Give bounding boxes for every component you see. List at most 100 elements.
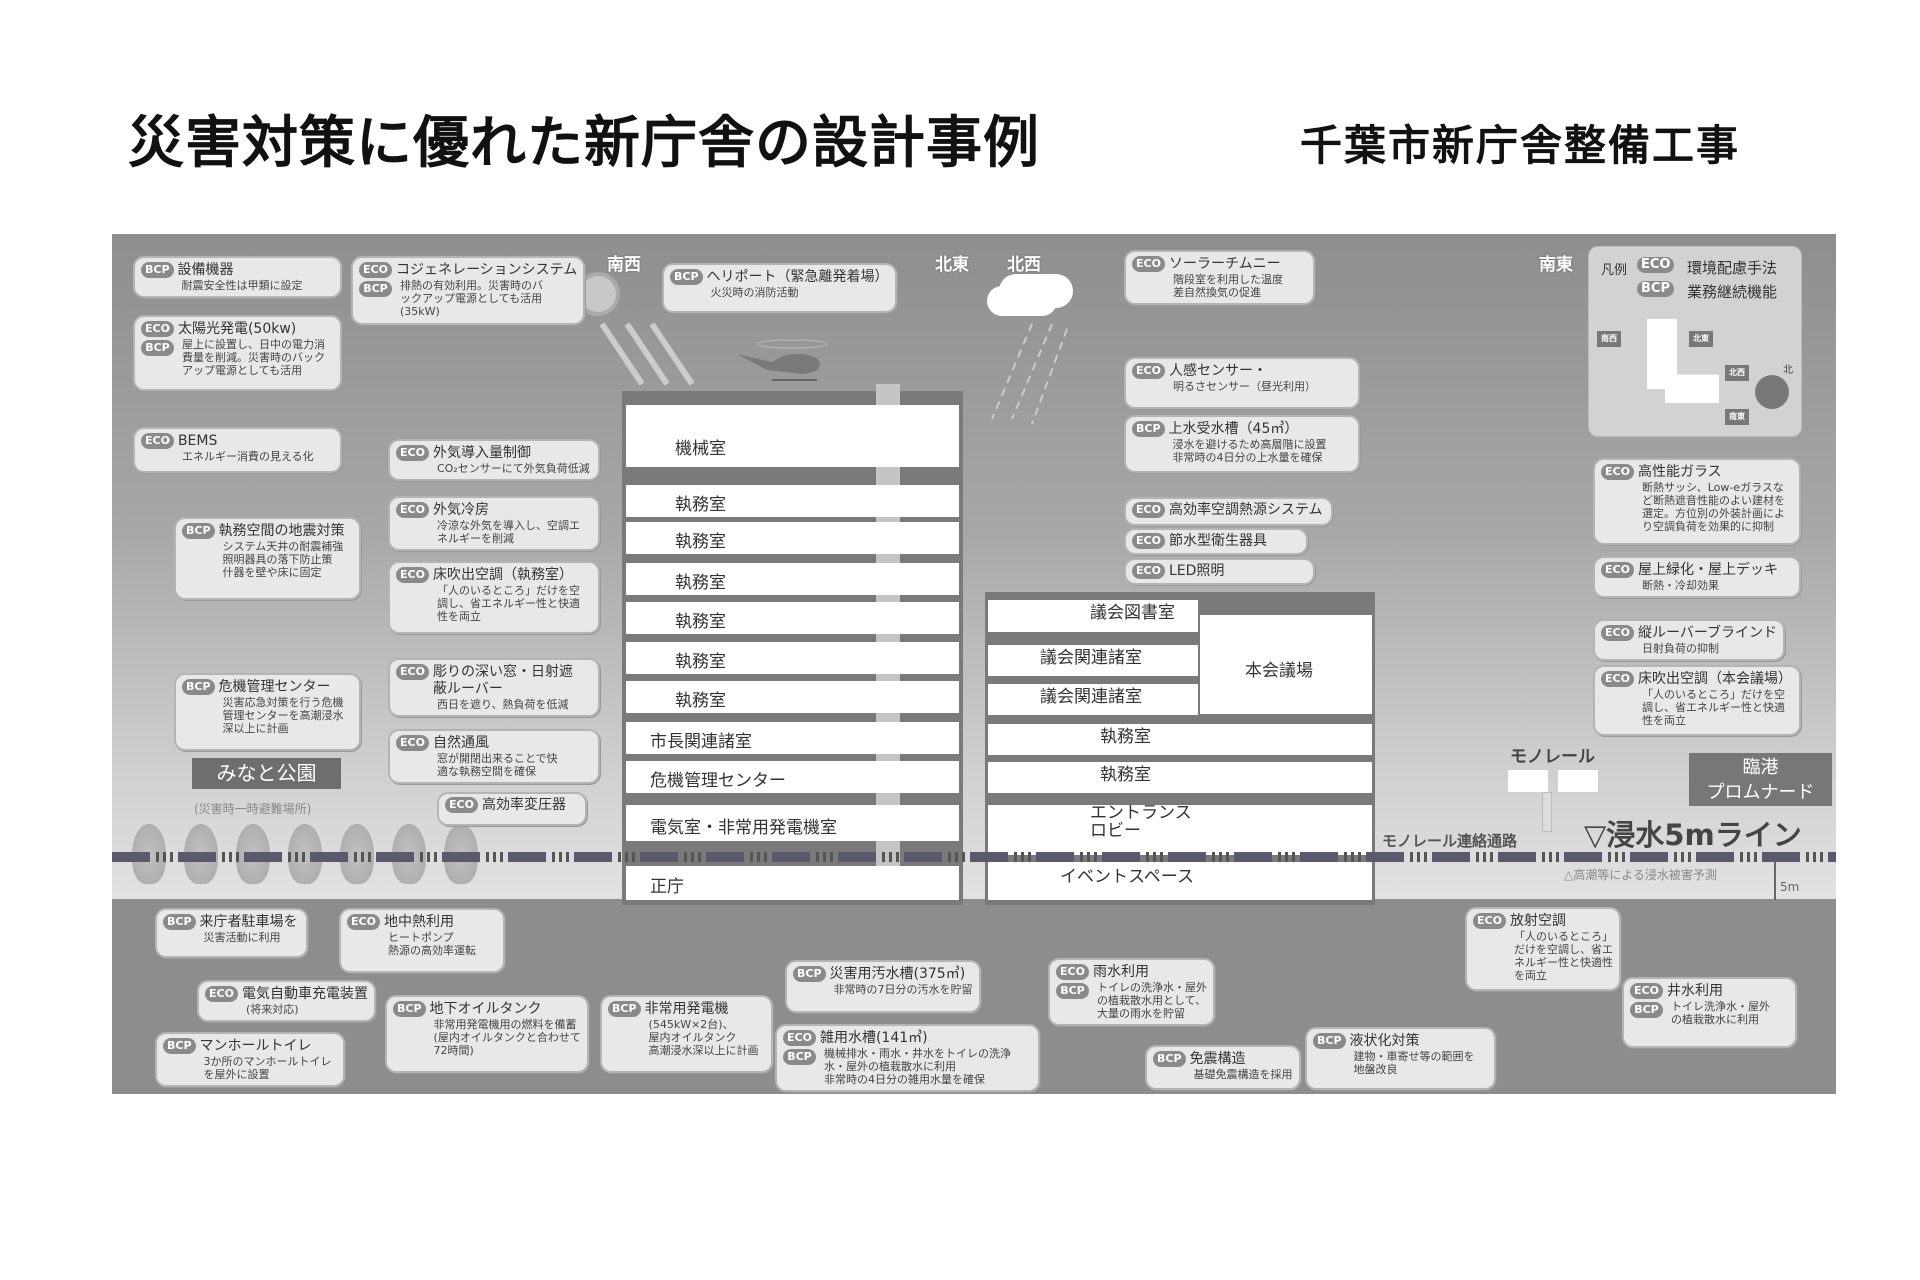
- callout-badges: BCP: [163, 1038, 196, 1081]
- callout-line: 「人のいるところ」だけを空: [1641, 688, 1785, 701]
- callout-line: 3か所のマンホールトイレ: [203, 1055, 332, 1068]
- callout-badges: ECO: [1132, 563, 1165, 580]
- flood-note: △高潮等による浸水被害予測: [1564, 868, 1717, 882]
- tower-room-label: 執務室: [675, 495, 726, 515]
- callout-text: 液状化対策建物・車寄せ等の範囲を地盤改良: [1350, 1033, 1475, 1084]
- callout-title: 雑用水槽(141㎥): [819, 1030, 928, 1046]
- callout-title: 縦ルーバーブラインド: [1637, 625, 1777, 641]
- callout-line: 「人のいるところ」: [1513, 930, 1613, 943]
- eco-badge: ECO: [396, 664, 429, 680]
- eco-badge: ECO: [1132, 533, 1165, 549]
- eco-badge: ECO: [1132, 256, 1165, 272]
- annex-room-label-office2: 執務室: [1100, 765, 1151, 785]
- park-note: (災害時一時避難場所): [194, 802, 312, 816]
- eco-badge: ECO: [347, 914, 380, 930]
- callout-title: 彫りの深い窓・日射遮蔽ルーバー: [432, 664, 573, 697]
- callout-badges: BCP: [1313, 1033, 1346, 1084]
- callout-line: 適な執務空間を確保: [436, 765, 536, 778]
- callout-line: 差自然換気の促進: [1172, 286, 1261, 299]
- compass-north-label: 北: [1783, 365, 1793, 376]
- tower-room: [626, 866, 959, 900]
- tower-room-label: 危機管理センター: [650, 771, 786, 791]
- eco-badge: ECO: [1056, 964, 1089, 980]
- tower-room-label: 執務室: [675, 612, 726, 632]
- callout-line: 性を両立: [436, 610, 481, 623]
- callout-badges: ECO: [396, 502, 429, 545]
- legend-bcp-text: 業務継続機能: [1687, 283, 1778, 301]
- monorail-label: モノレール: [1510, 747, 1595, 767]
- callout-line: 72時間): [433, 1044, 474, 1057]
- callout-line: 断熱・冷却効果: [1641, 579, 1719, 592]
- tower-room-label: 市長関連諸室: [650, 732, 752, 752]
- callout-text: LED照明: [1169, 563, 1224, 580]
- annex-room-label-lobby: エントランス ロビー: [1090, 803, 1192, 841]
- callout-text: コジェネレーションシステム排熱の有効利用。災害時のバックアップ電源としても活用(…: [396, 262, 577, 319]
- annex-room-label-council1: 議会関連諸室: [1040, 648, 1142, 668]
- bcp-badge: BCP: [670, 269, 703, 285]
- callout-title: 放射空調: [1509, 913, 1566, 929]
- callout-line: アップ電源としても活用: [181, 364, 303, 377]
- callout-title: 床吹出空調（執務室）: [432, 567, 573, 583]
- eco-badge: ECO: [396, 567, 429, 583]
- callout-line: 水・屋外の植栽散水に利用: [823, 1060, 956, 1073]
- park-label: みなと公園: [192, 758, 341, 789]
- callout-text: 免震構造基礎免震構造を採用: [1190, 1051, 1293, 1084]
- callout-text: 地中熱利用ヒートポンプ熱源の高効率運転: [384, 914, 476, 967]
- eco-badge: ECO: [1601, 625, 1634, 641]
- eco-badge: ECO: [359, 262, 392, 278]
- callout-title: 井水利用: [1666, 983, 1723, 999]
- tower-room: [626, 485, 959, 517]
- project-name: 千葉市新庁舎整備工事: [1300, 121, 1741, 170]
- callout-badges: ECO: [1601, 625, 1634, 655]
- callout-badges: ECO: [396, 567, 429, 628]
- callout-line: 屋内オイルタンク: [648, 1031, 737, 1044]
- section-diagram: 南西 北東 北西 南東 機械室執務室執務室執務室執務室執務室執務室市長関連諸室危…: [112, 234, 1836, 1094]
- callout-line: ネルギー性と快適性: [1513, 956, 1613, 969]
- callout-line: 非常時の7日分の汚水を貯留: [833, 983, 973, 996]
- callout-line: ヒートポンプ: [387, 931, 454, 944]
- callout-badges: ECO: [396, 445, 429, 475]
- callout-text: 屋上緑化・屋上デッキ断熱・冷却効果: [1638, 562, 1778, 592]
- flood-5m-line: [112, 852, 1836, 862]
- eco-badge: ECO: [783, 1030, 816, 1046]
- tower-room: [626, 602, 959, 634]
- callout-text: 彫りの深い窓・日射遮蔽ルーバー西日を遮り、熱負荷を低減: [433, 664, 573, 711]
- callout-line: 排熱の有効利用。災害時のバ: [399, 279, 543, 292]
- callout-text: 床吹出空調（本会議場）「人のいるところ」だけを空調し、省エネルギー性と快適性を両…: [1638, 671, 1792, 730]
- callout-line: 地盤改良: [1353, 1063, 1398, 1076]
- callout-title: 電気自動車充電装置: [241, 986, 368, 1002]
- callout-title: BEMS: [177, 433, 218, 449]
- callout-line: 深以上に計画: [222, 722, 289, 735]
- callout-line: 非常用発電機用の燃料を備蓄: [433, 1018, 577, 1031]
- bcp-badge: BCP: [783, 1049, 816, 1065]
- callout-line: ど断熱遮音性能のよい建材を: [1641, 494, 1785, 507]
- callout-line: エネルギー消費の見える化: [181, 450, 314, 463]
- callout-title: 危機管理センター: [218, 679, 331, 695]
- callout-text: 雑用水槽(141㎥)機械排水・雨水・井水をトイレの洗浄水・屋外の植栽散水に利用非…: [820, 1030, 1011, 1086]
- cloud-icon: [987, 286, 1057, 316]
- annex-room-lobby: [988, 805, 1372, 855]
- callout-line: 非常時の4日分の雑用水量を確保: [823, 1073, 985, 1086]
- callout-line: システム天井の耐震補強: [222, 540, 344, 553]
- tower-room: [626, 722, 959, 754]
- callout-title: 液状化対策: [1349, 1033, 1420, 1049]
- callout-line: 「人のいるところ」だけを空: [436, 584, 580, 597]
- callout-line: 浸水を避けるため高層階に設置: [1172, 438, 1327, 451]
- page-title: 災害対策に優れた新庁舎の設計事例: [128, 111, 1040, 176]
- direction-southeast: 南東: [1539, 255, 1573, 275]
- annex-room-library: [988, 600, 1198, 632]
- eco-badge: ECO: [141, 321, 174, 337]
- annex-room-event: [988, 862, 1372, 900]
